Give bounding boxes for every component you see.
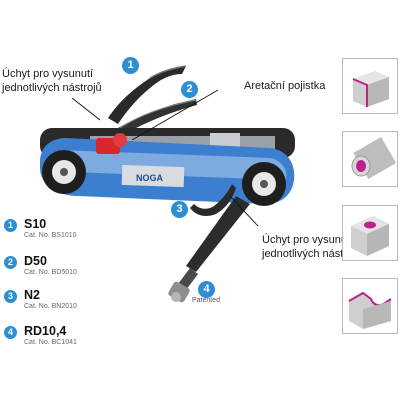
legend-name: D50	[24, 254, 47, 268]
callout-grip-bottom-line1: Úchyt pro vysunutí	[262, 234, 354, 246]
callout-lock: Aretační pojistka	[244, 80, 326, 92]
callout-grip-bottom: Úchyt pro vysunutí jednotlivých nástrojů	[262, 233, 362, 261]
legend-cat-no: Cat. No. BS1010	[24, 232, 77, 239]
legend-badge: 1	[4, 219, 17, 232]
marker-1: 1	[122, 57, 139, 74]
legend-badge: 3	[4, 290, 17, 303]
blade-d50	[118, 99, 197, 129]
marker-2: 2	[181, 81, 198, 98]
legend-name: RD10,4	[24, 324, 67, 338]
legend-name: N2	[24, 288, 40, 302]
blade-n2	[190, 184, 236, 216]
blade-rd10	[168, 196, 250, 303]
marker-4: 4	[198, 281, 215, 298]
lock-button	[96, 133, 127, 154]
legend-cat-no: Cat. No. BC1041	[24, 339, 77, 346]
thumb-groove-deburr	[342, 278, 398, 334]
thumb-edge-deburr	[342, 58, 398, 114]
legend-cat-no: Cat. No. BD5010	[24, 269, 77, 276]
callout-grip-top-line1: Úchyt pro vysunutí	[2, 68, 94, 80]
callout-grip-top: Úchyt pro vysunutí jednotlivých nástrojů	[2, 67, 102, 95]
thumb-hole-deburr	[342, 205, 398, 261]
legend-name: S10	[24, 217, 47, 231]
callout-grip-bottom-line2: jednotlivých nástrojů	[262, 248, 362, 260]
blade-s10	[108, 65, 187, 124]
legend-badge: 4	[4, 326, 17, 339]
deburring-tool-illustration: NOGA	[40, 65, 295, 303]
pivot-left	[42, 150, 86, 194]
pivot-right	[242, 162, 286, 206]
legend-cat-no: Cat. No. BN2010	[24, 303, 77, 310]
thumb-tube-deburr	[342, 131, 398, 187]
leader-lines	[71, 89, 259, 227]
legend-badge: 2	[4, 256, 17, 269]
marker-3: 3	[171, 201, 188, 218]
patented-label: Patented	[192, 297, 221, 304]
callout-grip-top-line2: jednotlivých nástrojů	[2, 82, 102, 94]
brand-label: NOGA	[136, 173, 164, 183]
